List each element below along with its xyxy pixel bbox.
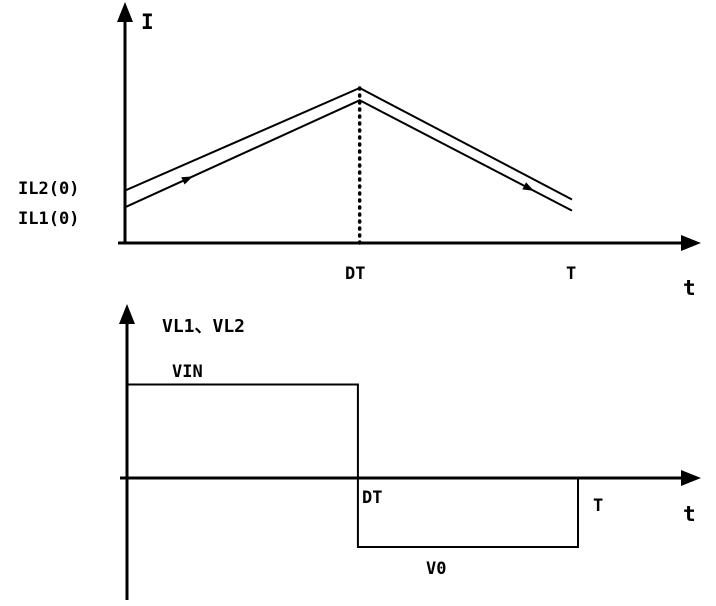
top-y-axis-label: I (141, 10, 154, 34)
il1-falling-direction-arrow-icon (522, 182, 534, 191)
VL1、VL2-waveform-line (127, 383, 579, 549)
inductor-current-chart: I IL2(0) IL1(0) DT T t (18, 2, 701, 300)
bottom-x-axis-label: t (683, 502, 696, 526)
IL1-waveform-line (124, 99, 573, 212)
bottom-y-axis-arrow-icon (119, 304, 135, 324)
top-x-axis-label: t (683, 276, 696, 300)
top-t-tick-label: T (566, 264, 576, 284)
v0-level-label: V0 (426, 559, 446, 579)
bottom-dt-tick-label: DT (362, 488, 382, 508)
bottom-t-tick-label: T (593, 496, 603, 516)
bottom-y-axis-label: VL1、VL2 (162, 316, 245, 337)
bottom-x-axis-arrow-icon (681, 470, 701, 486)
top-y-axis-arrow-icon (117, 2, 133, 22)
top-dt-tick-label: DT (345, 264, 365, 284)
il1-initial-value-label: IL1(0) (18, 209, 79, 229)
il1-rising-direction-arrow-icon (181, 176, 193, 185)
top-x-axis-arrow-icon (681, 235, 701, 251)
il2-initial-value-label: IL2(0) (18, 179, 79, 199)
vin-level-label: VIN (172, 362, 203, 382)
inductor-voltage-chart: VL1、VL2 VIN DT T t V0 (119, 304, 701, 600)
